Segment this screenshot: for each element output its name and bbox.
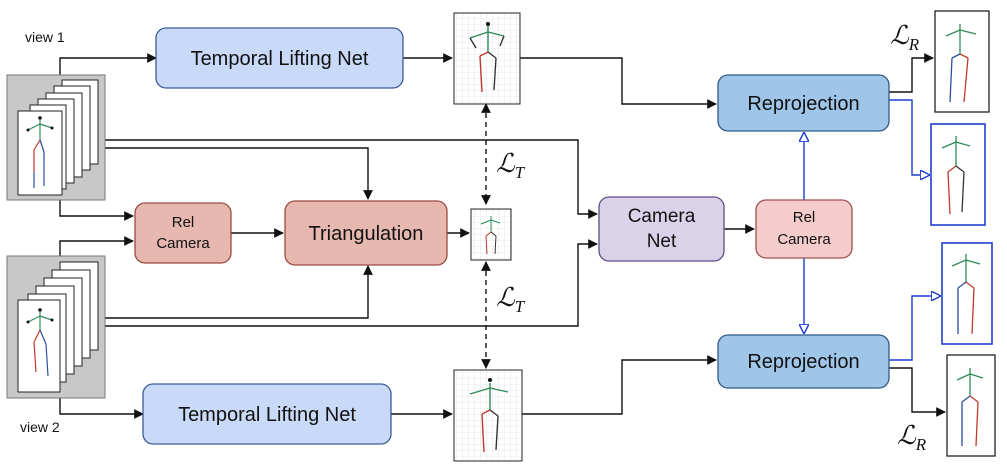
tln-top-box: Temporal Lifting Net	[155, 27, 404, 89]
rel-camera-left-line1: Rel	[172, 214, 195, 231]
loss-lt-bottom-symbol: ℒ	[496, 283, 516, 312]
edge-view2-camnet	[105, 239, 598, 327]
output-top-black-frame	[934, 10, 990, 113]
triangulation-box: Triangulation	[284, 200, 448, 266]
output-top-blue-frame	[930, 123, 986, 226]
rel-camera-right-line1: Rel	[793, 209, 816, 226]
edge-pose-top-reproj	[520, 57, 717, 109]
loss-lt-bottom: ℒT	[496, 283, 526, 316]
reprojection-top-box: Reprojection	[717, 74, 890, 132]
edge-view2-tln	[59, 398, 144, 419]
rel-camera-left-box: Rel Camera	[134, 202, 232, 264]
rel-camera-right-line2: Camera	[777, 231, 831, 248]
loss-lr-top-sub: R	[908, 35, 920, 54]
camera-net-line2: Net	[647, 231, 677, 252]
camera-net-box: Camera Net	[598, 196, 725, 262]
loss-lt-bottom-sub: T	[515, 297, 526, 316]
edge-view1-camnet	[105, 139, 598, 219]
view1-skeleton	[26, 116, 54, 188]
edge-reproj-out-top	[889, 53, 934, 93]
edge-reproj-out-bottom	[889, 367, 946, 417]
view2-skeleton	[26, 308, 54, 377]
edge-view1-tln	[59, 53, 157, 75]
view1-frame-stack	[6, 74, 106, 201]
loss-lr-bottom: ℒR	[897, 421, 927, 454]
loss-lt-top-sub: T	[515, 163, 526, 182]
pose3d-bottom-thumbnail	[453, 369, 523, 462]
loss-lt-top: ℒT	[496, 149, 526, 182]
view2-label: view 2	[20, 419, 60, 435]
blue-connectors	[804, 99, 940, 361]
edge-pose-bottom-reproj	[522, 355, 717, 415]
output-bottom-blue-frame	[941, 242, 993, 345]
loss-lr-bottom-symbol: ℒ	[897, 421, 917, 450]
edge-view1-relcam	[59, 200, 134, 221]
view1-label: view 1	[25, 29, 65, 45]
reprojection-top-label: Reprojection	[747, 93, 859, 115]
loss-lr-top: ℒR	[890, 21, 920, 54]
tln-bottom-label: Temporal Lifting Net	[178, 404, 356, 426]
edge-reproj-blue-out-top	[889, 99, 929, 175]
loss-lr-bottom-sub: R	[915, 435, 927, 454]
reprojection-bottom-label: Reprojection	[747, 351, 859, 373]
output-bottom-black-frame	[946, 354, 996, 457]
loss-lr-top-symbol: ℒ	[890, 21, 910, 50]
rel-camera-right-box: Rel Camera	[755, 199, 853, 259]
triangulation-label: Triangulation	[309, 223, 424, 245]
loss-lt-top-symbol: ℒ	[496, 149, 516, 178]
edge-reproj-blue-out-bottom	[889, 296, 940, 361]
tln-top-label: Temporal Lifting Net	[191, 48, 369, 70]
tln-bottom-box: Temporal Lifting Net	[142, 383, 392, 445]
edge-view2-relcam	[59, 236, 134, 256]
view2-frame-stack	[6, 255, 106, 399]
connectors	[59, 53, 946, 419]
camera-net-line1: Camera	[628, 206, 696, 227]
rel-camera-left-line2: Camera	[156, 235, 210, 252]
pose3d-top-thumbnail	[453, 12, 521, 105]
edge-view1-triang	[105, 147, 373, 200]
reprojection-bottom-box: Reprojection	[717, 334, 890, 389]
pose3d-small-thumbnail	[470, 208, 512, 261]
edge-view2-triang	[105, 265, 373, 319]
